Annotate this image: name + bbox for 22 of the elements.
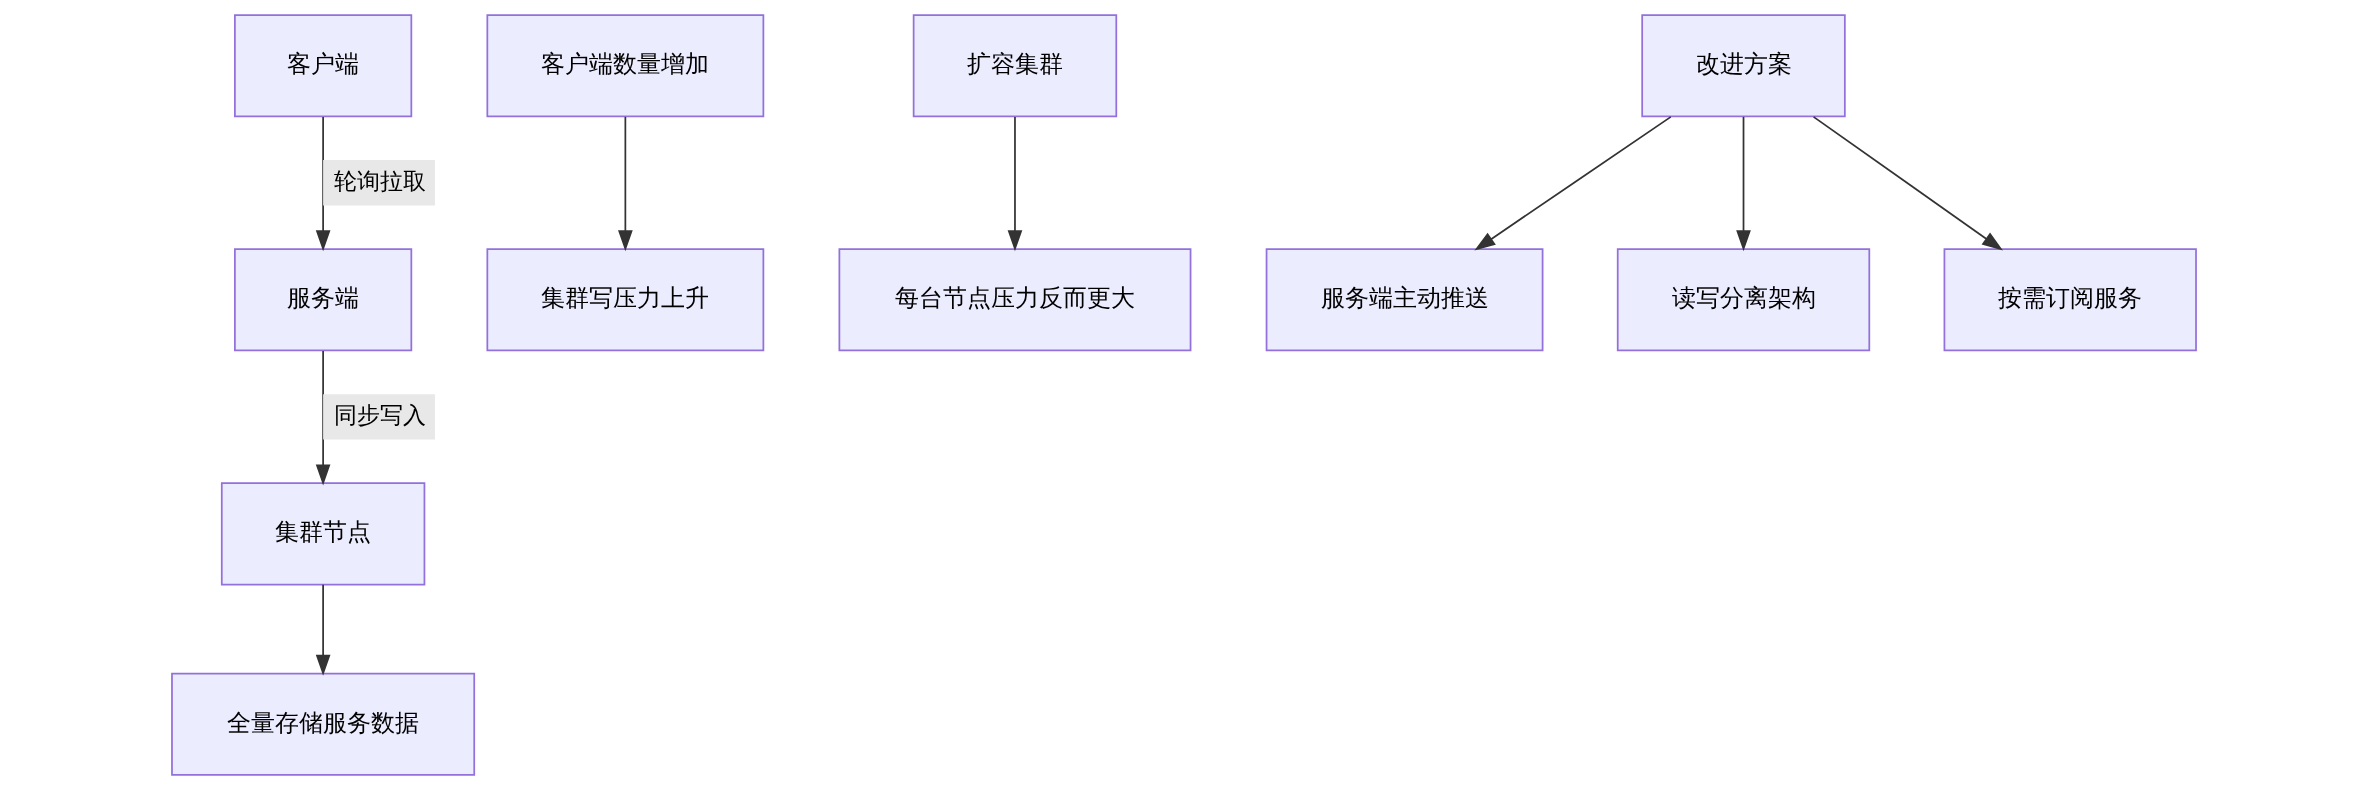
arrow <box>1007 116 1023 252</box>
node-box: 读写分离架构 <box>1616 248 1871 352</box>
node-box: 客户端 <box>234 14 413 118</box>
node-box: 集群写压力上升 <box>486 248 765 352</box>
node-box: 全量存储服务数据 <box>171 672 476 776</box>
arrow <box>315 116 331 252</box>
edge-label: 轮询拉取 <box>333 167 426 194</box>
arrow <box>1736 116 1751 252</box>
node-box: 改进方案 <box>1641 14 1846 118</box>
node-box: 扩容集群 <box>912 14 1118 118</box>
node-box: 每台节点压力反而更大 <box>838 248 1192 352</box>
arrow <box>1812 116 2003 251</box>
edge-label: 同步写入 <box>333 401 426 428</box>
node-box: 集群节点 <box>220 482 426 586</box>
arrow <box>1474 116 1672 251</box>
arrow <box>315 583 331 676</box>
arrow <box>618 116 633 252</box>
node-box: 服务端主动推送 <box>1265 248 1544 352</box>
node-box: 服务端 <box>234 248 413 352</box>
arrow <box>315 350 331 486</box>
node-box: 按需订阅服务 <box>1943 248 2197 352</box>
node-box: 客户端数量增加 <box>486 14 765 118</box>
